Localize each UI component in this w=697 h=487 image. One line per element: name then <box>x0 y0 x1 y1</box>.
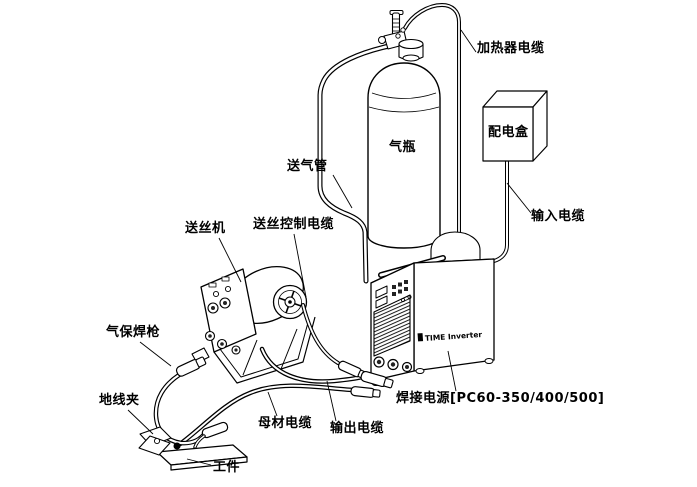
label-workpiece: 工件 <box>213 460 241 475</box>
input-cable-drawing <box>475 160 509 265</box>
label-distribution-box: 配电盒 <box>488 125 529 140</box>
base-metal-cable-drawing <box>177 383 356 447</box>
cable-plugs <box>337 360 394 398</box>
leader-lines <box>127 29 532 466</box>
power-source-drawing: TIME Inverter <box>370 231 495 386</box>
workpiece-drawing <box>156 444 248 471</box>
label-welding-power-source: 焊接电源[PC60-350/400/500] <box>396 391 605 406</box>
welding-gun-drawing <box>175 356 229 449</box>
label-welding-gun: 气保焊枪 <box>106 325 161 340</box>
label-gas-cylinder: 气瓶 <box>389 140 417 155</box>
gas-cylinder-drawing <box>367 10 441 249</box>
heater-cable-drawing <box>403 2 461 248</box>
label-heater-cable: 加热器电缆 <box>477 41 545 56</box>
label-base-metal-cable: 母材电缆 <box>258 416 313 431</box>
distribution-box-drawing <box>482 90 548 162</box>
power-source-brand-logo: TIME Inverter <box>425 330 483 343</box>
output-cable-drawing <box>259 346 365 384</box>
label-ground-clamp: 地线夹 <box>99 393 140 408</box>
label-wire-feeder: 送丝机 <box>185 221 226 236</box>
label-wire-feed-control-cable: 送丝控制电缆 <box>253 217 335 232</box>
wire-feeder-drawing <box>191 266 316 384</box>
label-gas-tube: 送气管 <box>287 159 328 174</box>
label-output-cable: 输出电缆 <box>330 421 385 436</box>
label-input-cable: 输入电缆 <box>531 209 586 224</box>
gas-tube-drawing <box>317 43 392 284</box>
ground-clamp-drawing <box>138 426 181 456</box>
control-cable-drawing <box>301 303 340 365</box>
